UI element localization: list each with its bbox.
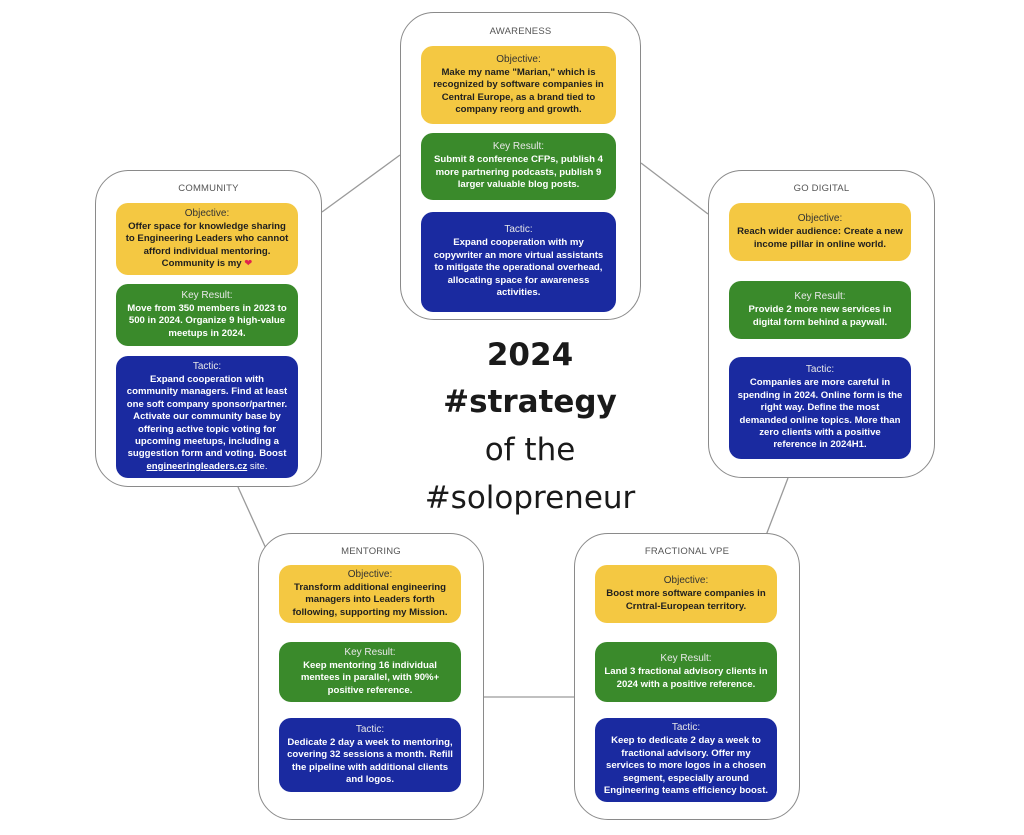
center-year: 2024 bbox=[486, 337, 574, 373]
key-result-label: Key Result: bbox=[660, 653, 712, 665]
awareness-panel: AWARENESS Objective: Make my name "Maria… bbox=[400, 12, 641, 320]
key-result-label: Key Result: bbox=[794, 291, 846, 303]
community-tactic-text: Expand cooperation with community manage… bbox=[124, 374, 290, 474]
fractional-title: FRACTIONAL VPE bbox=[644, 546, 730, 557]
objective-label: Objective: bbox=[797, 213, 843, 225]
objective-label: Objective: bbox=[347, 568, 393, 580]
mentoring-key-result-text: Keep mentoring 16 individual mentees in … bbox=[300, 659, 440, 696]
go-digital-tactic-card: Tactic: Companies are more careful in sp… bbox=[729, 357, 911, 459]
fractional-objective-text: Boost more software companies in Crntral… bbox=[606, 588, 766, 612]
fractional-objective-card: Objective: Boost more software companies… bbox=[595, 565, 777, 623]
objective-label: Objective: bbox=[496, 53, 541, 65]
objective-label: Objective: bbox=[184, 207, 230, 219]
awareness-key-result-card: Key Result: Submit 8 conference CFPs, pu… bbox=[421, 133, 616, 200]
community-site-link[interactable]: engineeringleaders.cz bbox=[146, 460, 248, 472]
mentoring-tactic-card: Tactic: Dedicate 2 day a week to mentori… bbox=[279, 718, 461, 792]
community-panel: COMMUNITY Objective: Offer space for kno… bbox=[95, 170, 322, 487]
go-digital-tactic-text: Companies are more careful in spending i… bbox=[737, 377, 903, 451]
connector-godigital-fractional bbox=[764, 477, 789, 539]
awareness-objective-card: Objective: Make my name "Marian," which … bbox=[421, 46, 616, 124]
go-digital-objective-card: Objective: Reach wider audience: Create … bbox=[729, 203, 911, 261]
awareness-tactic-text: Expand cooperation with my copywriter an… bbox=[433, 237, 604, 299]
go-digital-key-result-card: Key Result: Provide 2 more new services … bbox=[729, 281, 911, 339]
mentoring-tactic-text: Dedicate 2 day a week to mentoring, cove… bbox=[287, 736, 453, 785]
mentoring-key-result-card: Key Result: Keep mentoring 16 individual… bbox=[279, 642, 461, 702]
connector-awareness-community bbox=[321, 154, 401, 213]
go-digital-objective-text: Reach wider audience: Create a new incom… bbox=[737, 226, 903, 250]
go-digital-title: GO DIGITAL bbox=[793, 183, 850, 194]
awareness-tactic-card: Tactic: Expand cooperation with my copyw… bbox=[421, 212, 616, 312]
community-key-result-text: Move from 350 members in 2023 to 500 in … bbox=[127, 302, 287, 339]
tactic-label: Tactic: bbox=[805, 364, 835, 376]
community-key-result-card: Key Result: Move from 350 members in 202… bbox=[116, 284, 298, 346]
objective-label: Objective: bbox=[663, 575, 709, 587]
heart-icon: ❤ bbox=[244, 257, 253, 269]
community-title: COMMUNITY bbox=[178, 183, 239, 194]
community-objective-text: Offer space for knowledge sharing to Eng… bbox=[124, 221, 290, 271]
tactic-label: Tactic: bbox=[192, 360, 222, 372]
key-result-label: Key Result: bbox=[492, 141, 545, 153]
awareness-key-result-text: Submit 8 conference CFPs, publish 4 more… bbox=[434, 154, 603, 191]
community-objective-body: Offer space for knowledge sharing to Eng… bbox=[125, 220, 289, 269]
center-strategy: #strategy bbox=[443, 384, 617, 420]
mentoring-objective-text: Transform additional engineering manager… bbox=[292, 581, 448, 618]
go-digital-key-result-text: Provide 2 more new services in digital f… bbox=[748, 304, 892, 328]
center-solopreneur: #solopreneur bbox=[424, 480, 636, 516]
awareness-title: AWARENESS bbox=[489, 26, 552, 37]
community-objective-card: Objective: Offer space for knowledge sha… bbox=[116, 203, 298, 275]
go-digital-panel: GO DIGITAL Objective: Reach wider audien… bbox=[708, 170, 935, 478]
fractional-key-result-text: Land 3 fractional advisory clients in 20… bbox=[604, 666, 768, 690]
community-tactic-card: Tactic: Expand cooperation with communit… bbox=[116, 356, 298, 478]
center-of-the: of the bbox=[484, 432, 576, 468]
fractional-tactic-card: Tactic: Keep to dedicate 2 day a week to… bbox=[595, 718, 777, 802]
tactic-label: Tactic: bbox=[671, 722, 701, 734]
community-tactic-body: Expand cooperation with community manage… bbox=[126, 373, 288, 460]
awareness-objective-text: Make my name "Marian," which is recogniz… bbox=[433, 66, 604, 115]
key-result-label: Key Result: bbox=[181, 289, 233, 301]
mentoring-objective-card: Objective: Transform additional engineer… bbox=[279, 565, 461, 623]
connector-community-mentoring bbox=[237, 486, 269, 554]
fractional-key-result-card: Key Result: Land 3 fractional advisory c… bbox=[595, 642, 777, 702]
tactic-label: Tactic: bbox=[504, 224, 533, 236]
community-tactic-suffix: site. bbox=[249, 460, 268, 472]
fractional-tactic-text: Keep to dedicate 2 day a week to fractio… bbox=[603, 735, 769, 797]
key-result-label: Key Result: bbox=[344, 646, 396, 658]
tactic-label: Tactic: bbox=[355, 723, 385, 735]
mentoring-panel: MENTORING Objective: Transform additiona… bbox=[258, 533, 484, 820]
fractional-panel: FRACTIONAL VPE Objective: Boost more sof… bbox=[574, 533, 800, 820]
mentoring-title: MENTORING bbox=[341, 546, 401, 557]
connector-awareness-godigital bbox=[640, 162, 709, 215]
